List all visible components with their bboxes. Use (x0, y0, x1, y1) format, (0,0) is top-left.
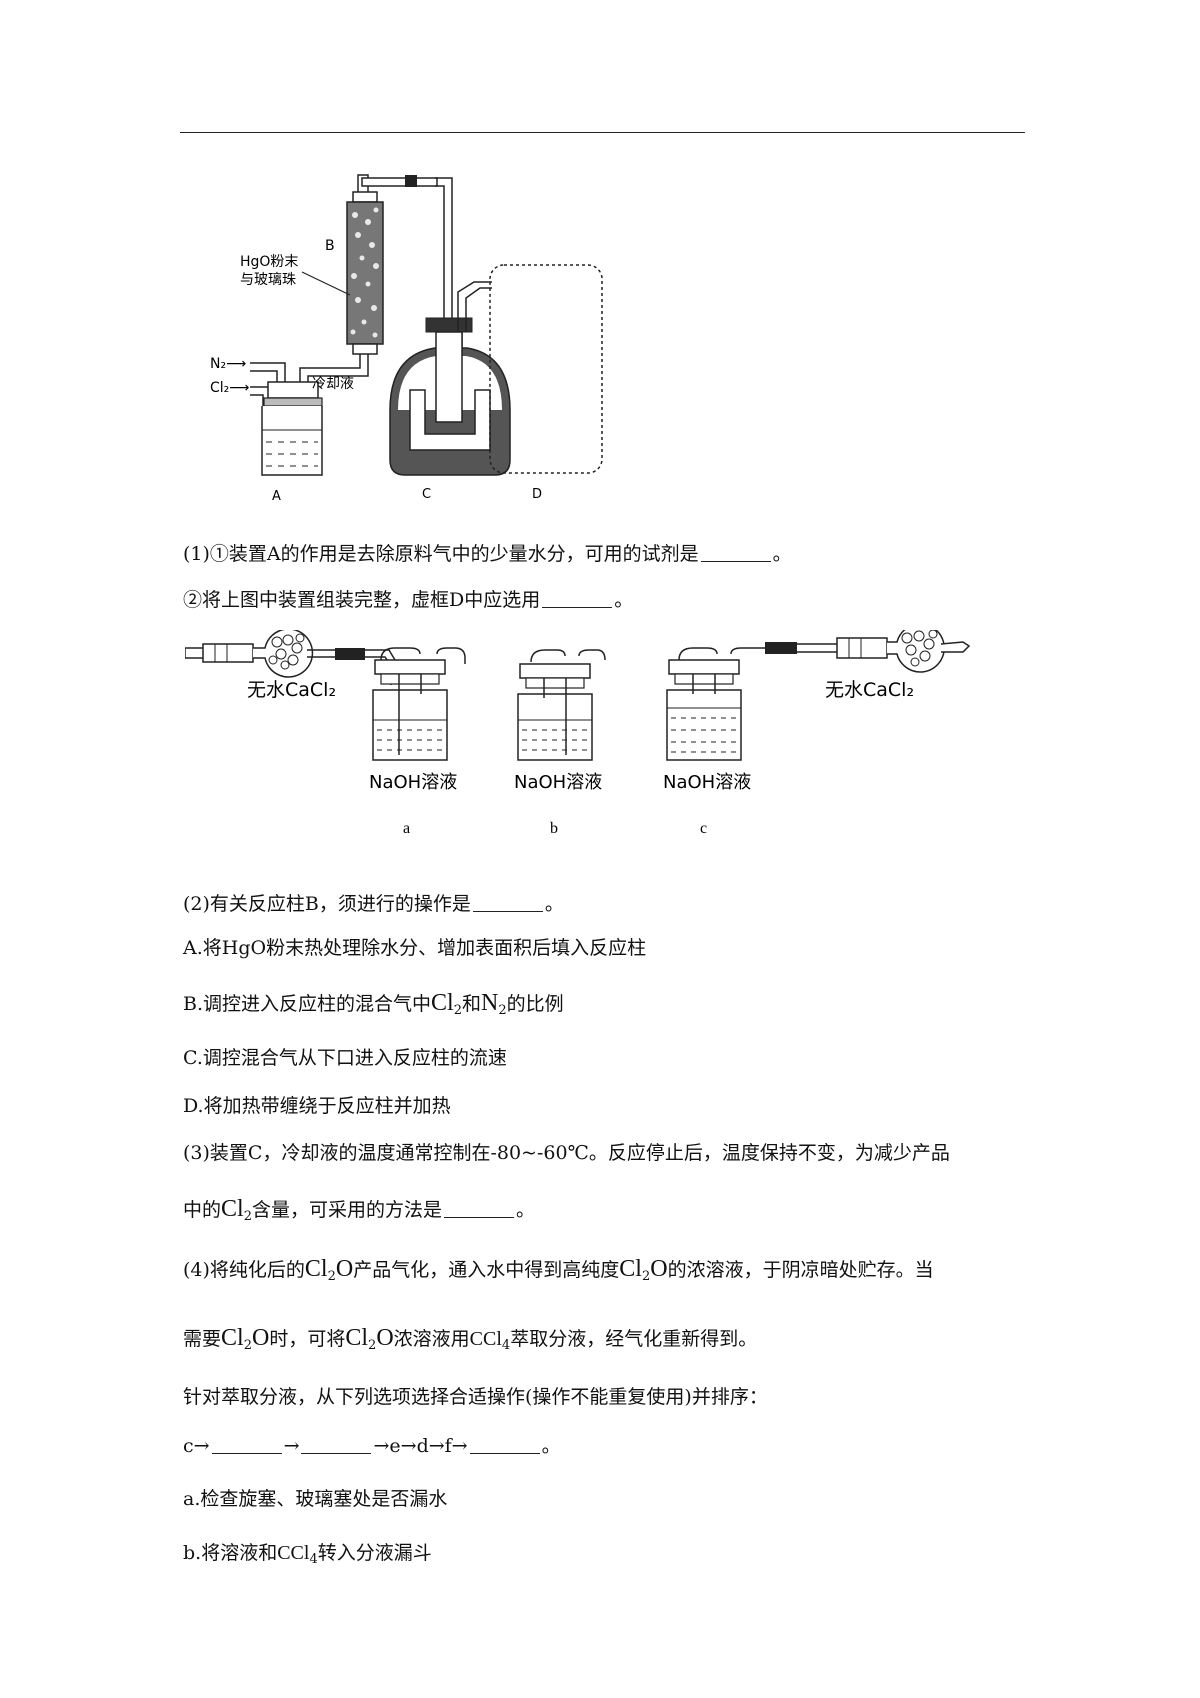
answer-blank[interactable] (444, 1199, 514, 1218)
q4-line1: (4)将纯化后的Cl2O产品气化，通入水中得到高纯度Cl2O的浓溶液，于阴凉暗处… (183, 1256, 934, 1284)
anhydrous-cacl2-left: 无水CaCl₂ (247, 679, 336, 701)
q2-option-d: D.将加热带缠绕于反应柱并加热 (183, 1095, 451, 1117)
q3-line2: 中的Cl2含量，可采用的方法是。 (183, 1196, 536, 1224)
options-figure: 无水CaCl₂ NaOH溶液 a NaOH溶液 b NaOH溶液 c (185, 630, 971, 837)
option-c-label: c (700, 820, 707, 837)
q4-option-a: a.检查旋塞、玻璃塞处是否漏水 (183, 1488, 448, 1510)
n2-label: N₂⟶ (210, 356, 246, 372)
naoh-b: NaOH溶液 (514, 772, 602, 793)
cl2-label: Cl₂⟶ (210, 380, 249, 396)
q4-line2: 需要Cl2O时，可将Cl2O浓溶液用CCl4萃取分液，经气化重新得到。 (183, 1325, 758, 1353)
q3-line1: (3)装置C，冷却液的温度通常控制在-80~-60℃。反应停止后，温度保持不变，… (183, 1142, 950, 1164)
label-c: C (422, 487, 431, 502)
q2-option-b: B.调控进入反应柱的混合气中Cl2和N2的比例 (183, 990, 564, 1018)
answer-blank[interactable] (542, 589, 613, 608)
label-a: A (272, 489, 281, 504)
option-a-label: a (403, 820, 410, 837)
q2-option-a: A.将HgO粉末热处理除水分、增加表面积后填入反应柱 (183, 937, 647, 959)
anhydrous-cacl2-right: 无水CaCl₂ (825, 679, 914, 701)
q4-sequence: c→→→e→d→f→。 (183, 1435, 561, 1457)
q1-line2: ②将上图中装置组装完整，虚框D中应选用。 (183, 589, 634, 611)
answer-blank[interactable] (211, 1435, 282, 1454)
apparatus-figure: B HgO粉末 与玻璃珠 N₂⟶ Cl₂⟶ A 冷却液 C D (210, 174, 603, 504)
coolant-label: 冷却液 (312, 376, 354, 392)
option-b-label: b (550, 820, 558, 837)
answer-blank[interactable] (472, 893, 543, 912)
answer-blank[interactable] (301, 1435, 372, 1454)
q1-line1: (1)①装置A的作用是去除原料气中的少量水分，可用的试剂是。 (183, 543, 792, 565)
naoh-a: NaOH溶液 (369, 772, 457, 793)
label-b: B (325, 238, 335, 254)
answer-blank[interactable] (700, 543, 771, 562)
q4-option-b: b.将溶液和CCl4转入分液漏斗 (183, 1542, 432, 1567)
q2-option-c: C.调控混合气从下口进入反应柱的流速 (183, 1047, 507, 1069)
q2-stem: (2)有关反应柱B，须进行的操作是。 (183, 893, 564, 915)
q4-line3: 针对萃取分液，从下列选项选择合适操作(操作不能重复使用)并排序： (183, 1386, 768, 1408)
hgo-label-line2: 与玻璃珠 (240, 271, 296, 288)
hgo-label-line1: HgO粉末 (240, 254, 298, 270)
label-d: D (532, 487, 542, 502)
top-rule (180, 132, 1025, 133)
naoh-c: NaOH溶液 (663, 772, 751, 793)
answer-blank[interactable] (469, 1435, 540, 1454)
